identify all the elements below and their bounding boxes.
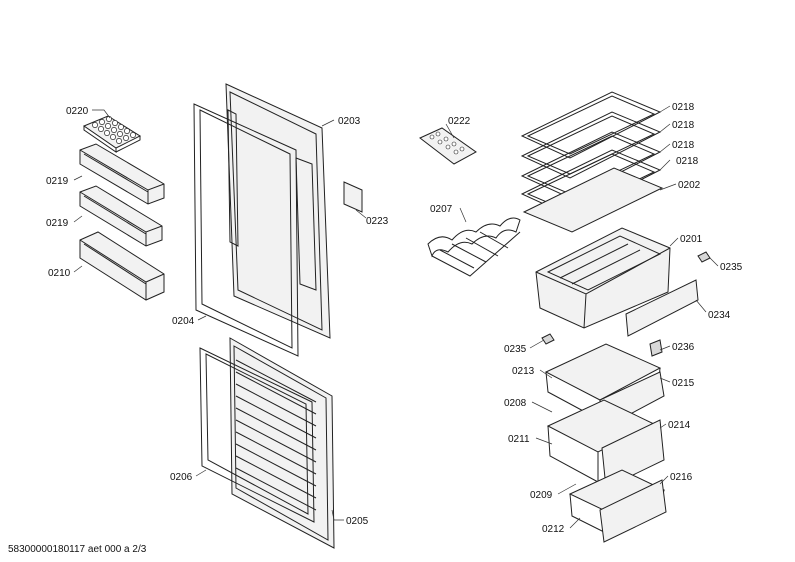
part-label: 0236 bbox=[672, 342, 695, 353]
freezer-door-gasket-part bbox=[199, 347, 315, 523]
part-label: 0222 bbox=[448, 116, 471, 127]
door-insert-part bbox=[343, 181, 363, 213]
part-labels: 0220 0219 0219 0210 0203 0223 0204 0206 … bbox=[46, 102, 743, 535]
crisper-drawer-part bbox=[535, 227, 671, 329]
clip-part bbox=[541, 333, 555, 345]
part-label: 0220 bbox=[66, 106, 89, 117]
part-label: 0218 bbox=[672, 120, 695, 131]
part-label: 0218 bbox=[672, 102, 695, 113]
part-label: 0204 bbox=[172, 316, 195, 327]
glass-shelf-part bbox=[522, 167, 664, 233]
freezer-drawer-part bbox=[546, 399, 665, 489]
part-label: 0206 bbox=[170, 472, 193, 483]
part-label: 0210 bbox=[48, 268, 71, 279]
fridge-door-gasket-part bbox=[193, 103, 299, 357]
part-label: 0215 bbox=[672, 378, 695, 389]
part-label: 0235 bbox=[504, 344, 527, 355]
part-label: 0216 bbox=[670, 472, 693, 483]
bottle-rack-part bbox=[427, 217, 521, 277]
document-footer: 58300000180117 aet 000 a 2/3 bbox=[8, 544, 147, 555]
part-label: 0213 bbox=[512, 366, 535, 377]
part-label: 0218 bbox=[676, 156, 699, 167]
fridge-door-part bbox=[225, 83, 331, 339]
door-shelf-part bbox=[79, 185, 163, 247]
part-label: 0208 bbox=[504, 398, 527, 409]
door-shelf-tall-part bbox=[79, 231, 165, 301]
clip-part bbox=[697, 251, 711, 263]
part-label: 0203 bbox=[338, 116, 361, 127]
part-label: 0219 bbox=[46, 176, 69, 187]
door-shelf-part bbox=[79, 143, 165, 205]
part-label: 0209 bbox=[530, 490, 553, 501]
part-label: 0212 bbox=[542, 524, 565, 535]
part-label: 0234 bbox=[708, 310, 731, 321]
freezer-drawer-part bbox=[568, 469, 667, 543]
part-label: 0211 bbox=[508, 434, 530, 445]
drawer-front-part bbox=[625, 279, 699, 337]
part-label: 0235 bbox=[720, 262, 743, 273]
part-label: 0201 bbox=[680, 234, 703, 245]
small-egg-tray-part bbox=[419, 127, 477, 165]
handle-clip-part bbox=[649, 339, 663, 357]
part-label: 0218 bbox=[672, 140, 695, 151]
part-label: 0223 bbox=[366, 216, 389, 227]
leader-lines bbox=[73, 105, 719, 529]
part-label: 0214 bbox=[668, 420, 691, 431]
part-label: 0202 bbox=[678, 180, 701, 191]
part-label: 0207 bbox=[430, 204, 453, 215]
part-label: 0219 bbox=[46, 218, 69, 229]
part-label: 0205 bbox=[346, 516, 369, 527]
